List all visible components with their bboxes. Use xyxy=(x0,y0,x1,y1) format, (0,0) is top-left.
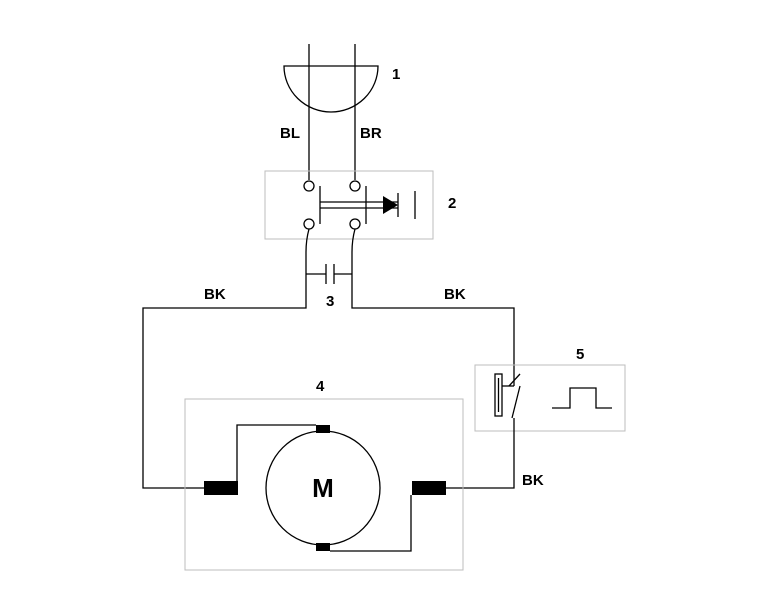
motor-symbol: M xyxy=(312,473,334,503)
component-1-label: 1 xyxy=(392,66,400,83)
switch-actuator-arrow-icon xyxy=(383,196,398,214)
component-4-motor-box xyxy=(184,398,464,571)
switch-terminal-top-right xyxy=(349,180,361,192)
protector-contact-blade xyxy=(511,385,521,419)
wire-label-bl: BL xyxy=(280,125,300,142)
component-5-label: 5 xyxy=(576,346,584,363)
wire-field-top-to-left-brush xyxy=(236,424,316,481)
component-3-label: 3 xyxy=(326,293,334,310)
switch-terminal-bottom-right xyxy=(349,218,361,230)
component-4-label: 4 xyxy=(316,378,325,395)
protector-fuse xyxy=(494,373,503,417)
wire-switch-right-down xyxy=(351,228,515,366)
motor-field-bottom xyxy=(316,543,330,551)
component-2-label: 2 xyxy=(448,195,456,212)
wire-label-br: BR xyxy=(360,125,382,142)
wire-protector-to-motor xyxy=(446,430,515,489)
pulse-waveform-icon xyxy=(552,387,612,409)
switch-terminal-top-left xyxy=(303,180,315,192)
component-2-switch-box xyxy=(264,170,434,240)
wire-field-bottom-to-right-brush xyxy=(330,495,412,552)
component-5-protector-box xyxy=(474,364,626,432)
wire-label-bk-right: BK xyxy=(444,286,466,303)
motor-brush-left xyxy=(204,481,238,495)
wire-switch-left-down xyxy=(142,228,310,489)
wire-label-bk-left: BK xyxy=(204,286,226,303)
motor-field-top xyxy=(316,425,330,433)
component-1-plug xyxy=(283,65,379,113)
switch-terminal-bottom-left xyxy=(303,218,315,230)
wire-label-bk-bottom: BK xyxy=(522,472,544,489)
protector-contact-lever xyxy=(508,373,521,387)
motor-brush-right xyxy=(412,481,446,495)
